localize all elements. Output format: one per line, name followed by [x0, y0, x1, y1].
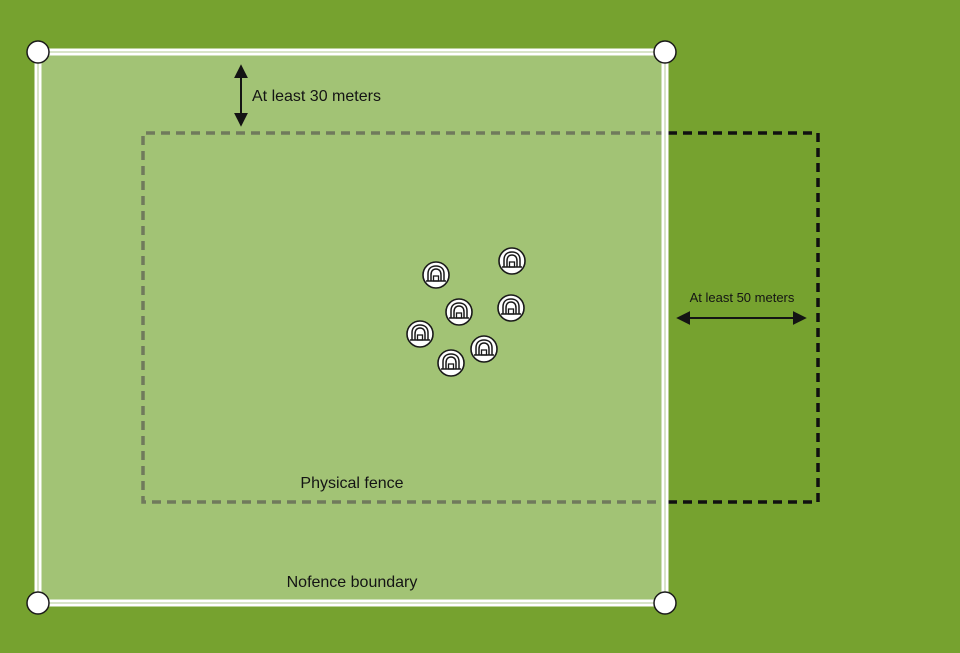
boundary-corner-bottom-left[interactable] — [26, 591, 50, 615]
nofence-boundary-line — [34, 48, 669, 607]
label-nofence-boundary: Nofence boundary — [287, 574, 418, 591]
physical-fence-inside — [141, 131, 665, 504]
boundary-corner-top-left[interactable] — [26, 40, 50, 64]
label-at-least-30m: At least 30 meters — [252, 88, 381, 105]
boundary-corner-top-right[interactable] — [653, 40, 677, 64]
collar-icon[interactable] — [406, 320, 434, 348]
physical-fence-outside — [668, 131, 820, 504]
label-at-least-50m: At least 50 meters — [690, 290, 795, 305]
collar-icon[interactable] — [437, 349, 465, 377]
collar-icon[interactable] — [470, 335, 498, 363]
collar-icon[interactable] — [497, 294, 525, 322]
boundary-corner-bottom-right[interactable] — [653, 591, 677, 615]
collar-icon[interactable] — [422, 261, 450, 289]
collar-icon[interactable] — [445, 298, 473, 326]
label-physical-fence: Physical fence — [300, 475, 403, 492]
collar-icon[interactable] — [498, 247, 526, 275]
